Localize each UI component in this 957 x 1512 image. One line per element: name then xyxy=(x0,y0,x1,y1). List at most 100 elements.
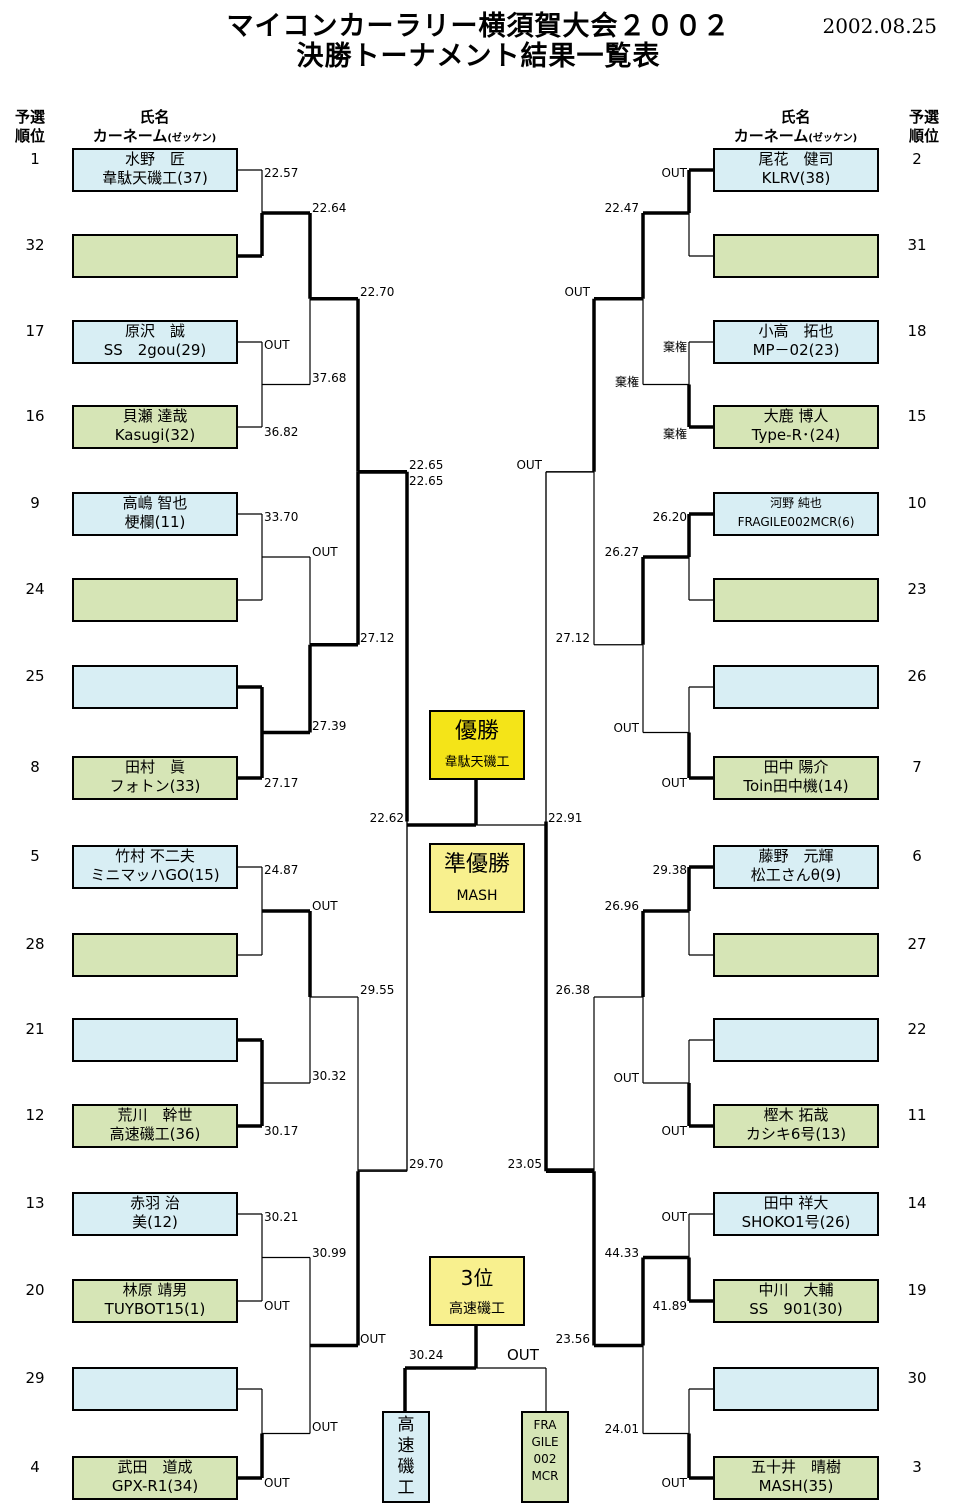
runnerup-box: 準優勝 MASH xyxy=(429,843,525,913)
entry-name: 荒川 幹世 xyxy=(117,1106,193,1124)
result-l1: OUT xyxy=(264,1476,290,1490)
result-l2: 30.99 xyxy=(312,1245,347,1260)
right-entry-box xyxy=(713,1367,879,1411)
result-r2: 26.96 xyxy=(604,899,639,913)
entry-name: 田中 祥大 xyxy=(763,1194,829,1212)
result-r1: 29.38 xyxy=(652,863,687,877)
right-seed: 10 xyxy=(907,494,927,512)
result-r1: 26.20 xyxy=(652,510,687,524)
right-seed: 2 xyxy=(912,150,922,168)
entry-car: KLRV(38) xyxy=(761,169,831,187)
result-r1: 41.89 xyxy=(652,1299,687,1313)
result-l1: 24.87 xyxy=(264,863,299,877)
result-l3: 22.70 xyxy=(360,284,395,299)
entry-car: ミニマッハGO(15) xyxy=(90,866,220,884)
entry-car: Toin田中機(14) xyxy=(743,777,849,795)
entry-name: 大鹿 博人 xyxy=(763,407,829,425)
result-r2: 44.33 xyxy=(604,1245,639,1260)
result-l2: 22.64 xyxy=(312,201,347,215)
result-l4: 22.65 xyxy=(409,457,444,472)
left-entry-box xyxy=(72,1367,238,1411)
entry-name: 赤羽 治 xyxy=(130,1194,180,1212)
entry-name: 原沢 誠 xyxy=(124,322,185,340)
result-r1: OUT xyxy=(661,776,687,790)
entry-car: カシキ6号(13) xyxy=(745,1125,847,1143)
winner-team: 韋駄天磯工 xyxy=(444,755,510,770)
result-r3: OUT xyxy=(564,284,590,299)
left-seed: 24 xyxy=(25,580,45,598)
right-entry-box xyxy=(713,933,879,977)
right-seed: 23 xyxy=(907,580,927,598)
result-l3: 29.55 xyxy=(360,983,395,997)
result-l2: OUT xyxy=(312,899,338,913)
entry-car: SS 2gou(29) xyxy=(103,341,207,359)
entry-name: 高嶋 智也 xyxy=(122,494,188,512)
result-r2: 24.01 xyxy=(604,1421,639,1436)
entry-name: 田村 眞 xyxy=(124,758,185,776)
left-seed: 8 xyxy=(30,758,40,776)
right-seed: 15 xyxy=(907,407,927,425)
left-seed: 12 xyxy=(25,1106,45,1124)
seed-header-left: 予選順位 xyxy=(14,108,45,145)
entry-car: 韋駄天磯工(37) xyxy=(102,169,208,187)
entry-name: 中川 大輔 xyxy=(758,1281,834,1299)
left-seed: 9 xyxy=(30,494,40,512)
left-seed: 5 xyxy=(30,847,40,865)
result-l4b: 22.65 xyxy=(409,474,444,488)
entry-name: 田中 陽介 xyxy=(763,758,829,776)
result-r2: 26.27 xyxy=(604,545,639,559)
result-l1: 36.82 xyxy=(264,425,299,439)
entry-car: MP－02(23) xyxy=(752,341,840,359)
right-seed: 26 xyxy=(907,667,927,685)
result-r2: 棄権 xyxy=(614,374,639,389)
right-entry-box: 藤野 元輝松工さんθ(9) xyxy=(713,845,879,889)
name-header-right: 氏名 カーネーム(ゼッケン) xyxy=(733,108,858,145)
third-out: OUT xyxy=(507,1346,539,1364)
third-box: 3位 高速磯工 xyxy=(429,1256,525,1326)
right-entry-box xyxy=(713,665,879,709)
result-l5: 22.62 xyxy=(369,811,404,825)
result-l1: 27.17 xyxy=(264,776,299,790)
entry-car: フォトン(33) xyxy=(109,777,201,795)
left-entry-box: 荒川 幹世高速磯工(36) xyxy=(72,1104,238,1148)
entry-car: MASH(35) xyxy=(758,1477,834,1495)
right-entry-box xyxy=(713,234,879,278)
left-entry-box: 竹村 不二夫ミニマッハGO(15) xyxy=(72,845,238,889)
left-seed: 29 xyxy=(25,1369,45,1387)
right-seed: 19 xyxy=(907,1281,927,1299)
left-entry-box xyxy=(72,665,238,709)
right-seed: 6 xyxy=(912,847,922,865)
result-l3: OUT xyxy=(360,1331,386,1346)
seed-header-right: 予選順位 xyxy=(908,108,939,145)
entry-name: 貝瀬 達哉 xyxy=(122,407,188,425)
result-l3: 27.12 xyxy=(360,630,395,645)
left-entry-box xyxy=(72,578,238,622)
runnerup-label: 準優勝 xyxy=(443,852,510,877)
right-entry-box xyxy=(713,578,879,622)
result-r5: 22.91 xyxy=(548,811,583,825)
result-l2: 30.32 xyxy=(312,1069,347,1083)
right-entry-box xyxy=(713,1018,879,1062)
result-r3: 27.12 xyxy=(555,630,590,645)
event-date: 2002.08.25 xyxy=(822,14,937,38)
result-l1: 22.57 xyxy=(264,166,299,180)
right-seed: 18 xyxy=(907,322,927,340)
right-seed: 7 xyxy=(912,758,922,776)
entry-car: SS 901(30) xyxy=(749,1300,843,1318)
left-entry-box: 高嶋 智也梗欄(11) xyxy=(72,492,238,536)
result-l1: 33.70 xyxy=(264,510,299,524)
left-seed: 4 xyxy=(30,1458,40,1476)
right-seed: 27 xyxy=(907,935,927,953)
result-l1: 30.17 xyxy=(264,1124,299,1138)
entry-name: 五十井 晴樹 xyxy=(750,1458,841,1476)
